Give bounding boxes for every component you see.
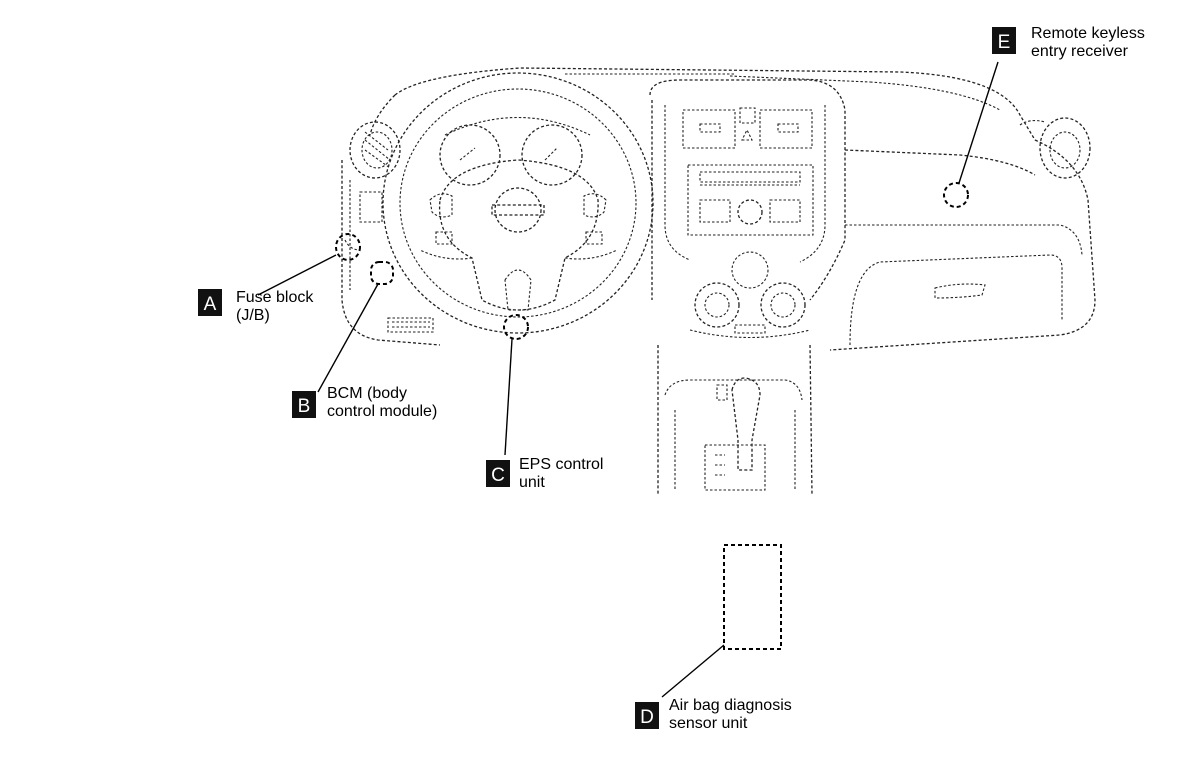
callout-label-line1: EPS control bbox=[519, 456, 603, 473]
callout-letter: C bbox=[491, 465, 505, 486]
callout-badge bbox=[486, 460, 510, 487]
air-bag-sensor-unit-leader bbox=[661, 644, 725, 698]
callout-eps-control-unit: C EPS control unit bbox=[486, 456, 603, 491]
bcm-marker bbox=[370, 261, 394, 285]
air-bag-sensor-unit-marker bbox=[723, 544, 782, 650]
callout-label-line2: sensor unit bbox=[669, 715, 748, 732]
callout-bcm: B BCM (body control module) bbox=[292, 385, 437, 420]
callout-badge bbox=[992, 27, 1016, 54]
callout-letter: A bbox=[204, 294, 217, 315]
callout-label-line2: unit bbox=[519, 474, 545, 491]
callout-fuse-block: A Fuse block (J/B) bbox=[198, 289, 314, 324]
callout-label-line1: Air bag diagnosis bbox=[669, 697, 792, 714]
remote-keyless-receiver-leader bbox=[958, 61, 999, 184]
callout-remote-keyless-receiver: E Remote keyless entry receiver bbox=[992, 25, 1145, 60]
callout-label-line2: entry receiver bbox=[1031, 43, 1129, 60]
bcm-leader bbox=[317, 283, 379, 393]
eps-control-unit-marker bbox=[503, 314, 529, 340]
callout-label-line2: (J/B) bbox=[236, 307, 270, 324]
callout-label-line2: control module) bbox=[327, 403, 437, 420]
callout-label-line1: BCM (body bbox=[327, 385, 407, 402]
callout-badge bbox=[635, 702, 659, 729]
callout-air-bag-sensor-unit: D Air bag diagnosis sensor unit bbox=[635, 697, 792, 732]
callout-label-line1: Fuse block bbox=[236, 289, 314, 306]
callout-letter: E bbox=[998, 32, 1011, 53]
fuse-block-marker bbox=[335, 233, 361, 261]
callout-badge bbox=[198, 289, 222, 316]
remote-keyless-receiver-marker bbox=[943, 182, 969, 208]
dashboard-illustration bbox=[341, 67, 1096, 496]
callout-letter: B bbox=[298, 396, 311, 417]
eps-control-unit-leader bbox=[504, 338, 513, 456]
callout-badge bbox=[292, 391, 316, 418]
callout-label-line1: Remote keyless bbox=[1031, 25, 1145, 42]
callout-letter: D bbox=[640, 707, 654, 728]
fuse-block-leader bbox=[257, 254, 337, 296]
